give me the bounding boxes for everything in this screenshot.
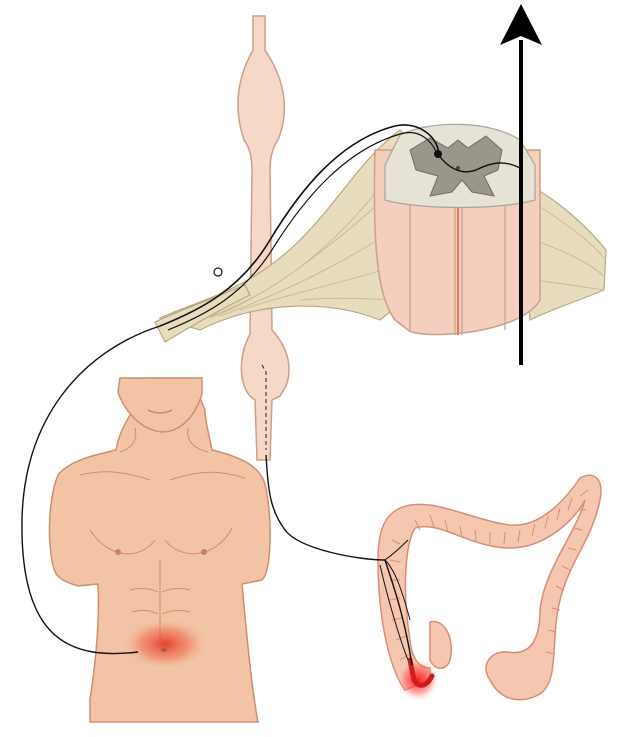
inflamed-appendix-glow (396, 658, 440, 702)
nipple-right (201, 549, 207, 555)
spinal-cord (238, 16, 289, 460)
periumbilical-pain-area (121, 618, 209, 670)
arrow-head (500, 4, 542, 45)
cecum-appendix-region (430, 622, 451, 669)
nipple-left (115, 549, 121, 555)
dorsal-root-ganglion-marker (214, 268, 222, 276)
large-intestine (378, 475, 601, 702)
spinal-segment-cross-section (155, 124, 606, 342)
human-torso (50, 378, 271, 722)
navel (161, 648, 167, 652)
spinal-cord-body (238, 16, 289, 460)
